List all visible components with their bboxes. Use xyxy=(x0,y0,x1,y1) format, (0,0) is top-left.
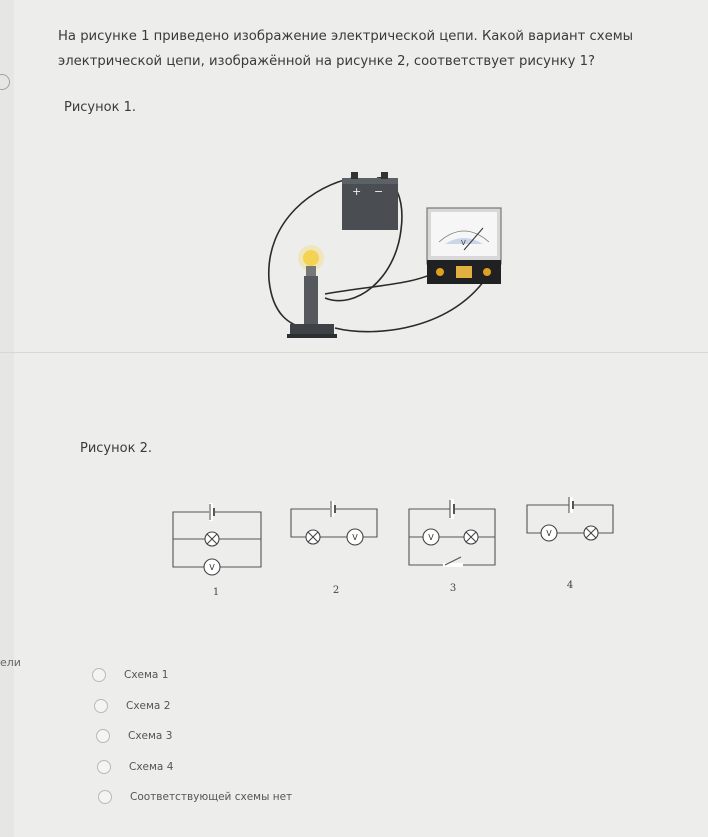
radio-button[interactable] xyxy=(94,698,108,713)
radio-button[interactable] xyxy=(92,668,106,683)
radio-button[interactable] xyxy=(98,790,112,805)
figure2-schemes: V V V V 1 2 3 4 xyxy=(172,497,614,598)
scheme-4 xyxy=(526,497,614,542)
option-scheme-1[interactable]: Схема 1 xyxy=(92,660,292,691)
meter-letter: V xyxy=(461,239,466,247)
radio-button[interactable] xyxy=(97,759,111,774)
question-text: На рисунке 1 приведено изображение элект… xyxy=(58,29,634,69)
radio-button[interactable] xyxy=(96,729,110,744)
figure1-circuit-image: + − V xyxy=(268,172,502,338)
scheme4-voltmeter-symbol: V xyxy=(546,529,552,538)
section-divider xyxy=(0,352,708,353)
scheme1-voltmeter-symbol: V xyxy=(209,563,215,572)
option-label: Схема 1 xyxy=(124,669,169,682)
battery-icon: + − xyxy=(342,172,398,230)
battery-plus-label: + xyxy=(352,185,361,198)
option-label: Схема 2 xyxy=(126,699,171,712)
scheme-number-1: 1 xyxy=(213,587,219,598)
scheme-number-3: 3 xyxy=(450,583,456,594)
option-label: Схема 4 xyxy=(129,760,174,773)
option-scheme-4[interactable]: Схема 4 xyxy=(97,752,292,783)
option-label: Соответствующей схемы нет xyxy=(130,791,293,804)
option-scheme-2[interactable]: Схема 2 xyxy=(94,691,292,722)
option-no-match[interactable]: Соответствующей схемы нет xyxy=(98,782,292,813)
voltmeter-icon: V xyxy=(426,207,502,284)
answer-options: Схема 1 Схема 2 Схема 3 Схема 4 Соответс… xyxy=(92,660,292,813)
figure2-label: Рисунок 2. xyxy=(80,441,152,456)
option-scheme-3[interactable]: Схема 3 xyxy=(96,721,292,752)
scheme-number-2: 2 xyxy=(333,585,339,596)
scheme-3 xyxy=(408,499,496,567)
scheme-1 xyxy=(172,503,262,576)
battery-minus-label: − xyxy=(374,185,383,198)
figure1-label: Рисунок 1. xyxy=(64,100,136,115)
left-sidebar-strip xyxy=(0,0,14,837)
option-label: Схема 3 xyxy=(128,730,173,743)
scheme-2 xyxy=(290,501,378,546)
scheme3-voltmeter-symbol: V xyxy=(428,533,434,542)
sidebar-text-fragment: ели xyxy=(0,656,21,669)
lamp-icon xyxy=(287,245,337,338)
scheme-number-4: 4 xyxy=(567,580,573,591)
scheme2-voltmeter-symbol: V xyxy=(352,533,358,542)
